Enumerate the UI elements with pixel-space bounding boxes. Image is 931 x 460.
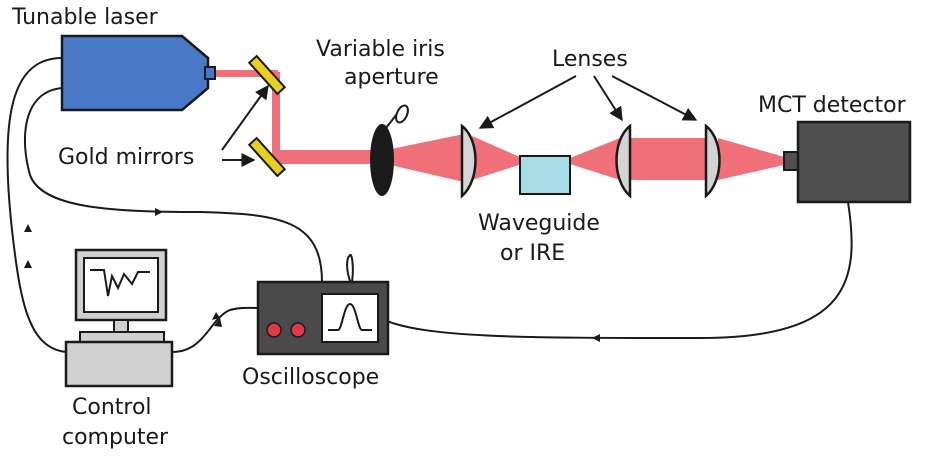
cable-computer-oscilloscope — [171, 306, 259, 353]
tunable-laser: Tunable laser — [11, 5, 216, 112]
gold-mirror-icon — [247, 136, 287, 178]
waveguide-label-line2: or IRE — [500, 241, 565, 266]
lenses-label: Lenses — [552, 47, 628, 72]
computer-label-line2: computer — [62, 425, 169, 450]
cables — [6, 57, 853, 353]
iris: Variable iris aperture — [316, 37, 445, 196]
mct-detector-icon — [783, 120, 912, 204]
gold-mirror-icon — [247, 54, 287, 96]
gold-mirrors: Gold mirrors — [58, 54, 287, 178]
computer-icon — [64, 248, 174, 388]
cable-laser-computer — [6, 57, 67, 353]
gold-mirrors-label: Gold mirrors — [58, 145, 194, 170]
lens-icon — [460, 123, 477, 199]
cable-arrows — [24, 208, 600, 342]
cable-detector-oscilloscope — [346, 201, 853, 340]
iris-aperture-icon — [370, 104, 409, 196]
lenses: Lenses — [460, 47, 721, 199]
iris-label-line2: aperture — [344, 65, 439, 90]
oscilloscope-icon — [256, 280, 390, 356]
cable-laser-oscilloscope — [23, 87, 323, 283]
iris-label-line1: Variable iris — [316, 37, 445, 62]
tunable-laser-label: Tunable laser — [11, 5, 159, 30]
lens-icon — [615, 123, 632, 199]
mct-detector-label: MCT detector — [758, 93, 907, 118]
lens-icon — [704, 123, 721, 199]
laser-beam — [212, 70, 788, 182]
oscilloscope-label: Oscilloscope — [242, 365, 379, 390]
waveguide: Waveguide or IRE — [478, 155, 600, 266]
mct-detector: MCT detector — [758, 93, 912, 204]
oscilloscope: Oscilloscope — [242, 280, 390, 390]
waveguide-label-line1: Waveguide — [478, 211, 600, 236]
laser-source-icon — [60, 34, 216, 112]
computer-label-line1: Control — [72, 395, 152, 420]
waveguide-icon — [519, 155, 571, 195]
control-computer: Control computer — [62, 248, 174, 450]
